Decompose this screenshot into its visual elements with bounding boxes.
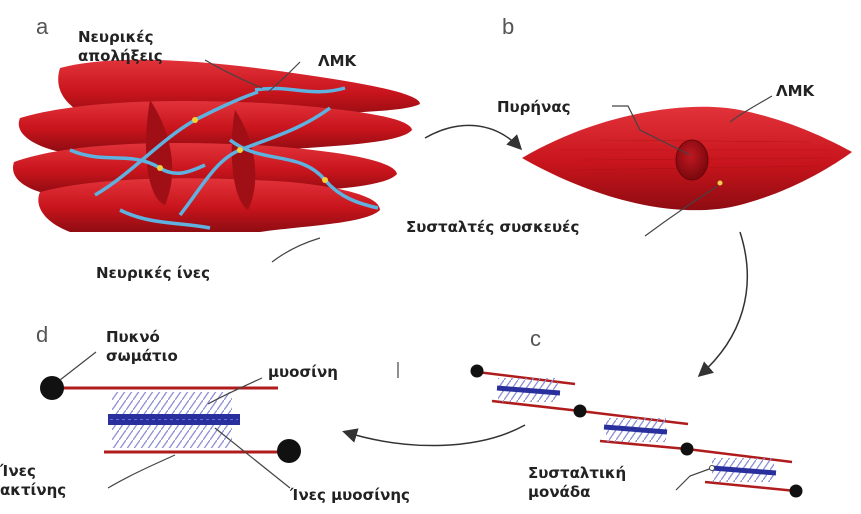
dense-body [471,365,484,378]
leader-line [60,352,96,380]
label-contractile-apparatus: Συσταλτές συσκευές [406,218,579,237]
label-contractile-unit: Συσταλτική μονάδα [528,464,626,502]
label-dense-body-line-2: σωμάτιο [106,347,178,366]
label-nucleus: Πυρήνας [497,98,571,117]
actin-filament [705,482,796,491]
label-smc-b: ΛΜΚ [776,82,814,101]
actin-filament [600,441,687,449]
leader-line [272,238,320,262]
label-nerve-endings-line-1: Νευρικές [78,28,163,47]
dense-body [790,485,803,498]
label-actin-fibers-line-2: ακτίνης [0,481,66,500]
label-actin-fibers: Ίνες ακτίνης [0,462,66,500]
nucleus [676,140,708,180]
nerve-ending [322,177,328,183]
leader-line [676,468,712,490]
panel-b-cell [522,96,852,236]
leader-line [215,428,290,488]
actin-filament [492,401,580,411]
label-myosin: μυοσίνη [268,363,338,382]
leader-line [108,455,175,488]
label-nerve-endings: Νευρικές απολήξεις [78,28,163,66]
label-myosin-fibers: Ίνες μυοσίνης [290,486,410,505]
label-nerve-fibers: Νευρικές ίνες [96,264,210,283]
panel-letter-a: a [36,14,48,40]
label-nerve-endings-line-2: απολήξεις [78,47,163,66]
panel-c-chain [471,365,803,498]
panel-a-tissue [13,60,420,262]
label-dense-body-line-1: Πυκνό [106,328,178,347]
label-actin-fibers-line-1: Ίνες [0,462,66,481]
panel-d-unit [40,352,398,488]
panel-letter-c: c [530,326,541,352]
panel-letter-d: d [36,322,48,348]
label-dense-body: Πυκνό σωμάτιο [106,328,178,366]
nerve-ending [157,165,163,171]
dense-body [574,405,587,418]
dense-body [277,439,301,463]
label-contractile-unit-line-1: Συσταλτική [528,464,626,483]
dense-body [681,443,694,456]
label-smc-a: ΛΜΚ [318,52,356,71]
arrow-c-to-d [345,425,525,446]
leader-line-dot [710,466,715,471]
label-contractile-unit-line-2: μονάδα [528,483,626,502]
panel-letter-b: b [502,14,514,40]
arrow-a-to-b [425,125,520,148]
arrow-b-to-c [700,232,747,375]
nerve-ending [237,147,243,153]
nerve-ending [192,117,198,123]
leader-line [208,378,262,404]
contractile-apparatus-marker [718,181,723,186]
